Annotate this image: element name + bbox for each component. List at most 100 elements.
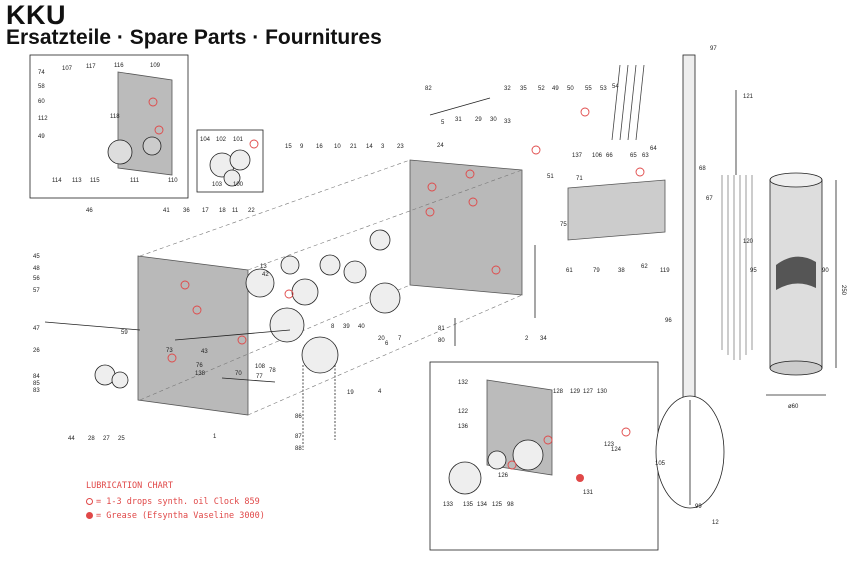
part-label: 13 — [260, 264, 267, 270]
oil-text: = 1-3 drops synth. oil Clock 859 — [96, 497, 260, 507]
part-label: 49 — [552, 86, 559, 92]
gear-i — [301, 336, 339, 374]
part-label: 105 — [655, 461, 666, 467]
part-label: 30 — [490, 117, 497, 123]
inset-box-detail — [29, 54, 189, 199]
part-label: 71 — [576, 176, 583, 182]
part-label: 4 — [378, 389, 382, 395]
part-label: 8 — [331, 324, 335, 330]
part-label: 127 — [583, 389, 594, 395]
part-label: 123 — [604, 442, 615, 448]
part-label: 78 — [269, 368, 276, 374]
part-label: 19 — [347, 390, 354, 396]
part-label: 88 — [295, 446, 302, 452]
part-label: 34 — [540, 336, 547, 342]
part-label: 103 — [212, 182, 223, 188]
inset-box-small — [196, 129, 264, 193]
part-label: 40 — [358, 324, 365, 330]
part-label: 44 — [68, 436, 75, 442]
part-label: 41 — [163, 208, 170, 214]
part-label: 1 — [213, 434, 217, 440]
part-label: 81 — [438, 326, 445, 332]
part-label: 87 — [295, 434, 302, 440]
part-label: 86 — [295, 414, 302, 420]
part-label: 119 — [660, 268, 670, 274]
part-label: 59 — [121, 330, 128, 336]
gear-c — [291, 278, 319, 306]
part-label: 26 — [33, 348, 40, 354]
part-label: 10 — [334, 144, 341, 150]
part-label: 32 — [504, 86, 511, 92]
part-label: 11 — [232, 208, 239, 214]
gear-a — [245, 268, 275, 298]
part-label: 122 — [458, 409, 469, 415]
part-label: 84 — [33, 374, 40, 380]
part-label: 75 — [560, 222, 567, 228]
part-label: 5 — [441, 120, 445, 126]
part-label: 100 — [233, 182, 244, 188]
part-label: 20 — [378, 336, 385, 342]
part-label: 66 — [606, 153, 613, 159]
part-label: 9 — [300, 144, 304, 150]
oil-marker-icon — [86, 498, 93, 505]
part-label: 62 — [641, 264, 648, 270]
part-label: 95 — [750, 268, 757, 274]
lubrication-oil-entry: = 1-3 drops synth. oil Clock 859 — [86, 497, 260, 507]
part-label: 57 — [33, 288, 40, 294]
part-label: 79 — [593, 268, 600, 274]
part-label: 27 — [103, 436, 110, 442]
part-label: 39 — [343, 324, 350, 330]
part-label: 15 — [285, 144, 292, 150]
part-label: 80 — [438, 338, 445, 344]
part-label: 54 — [612, 84, 619, 90]
part-label: 118 — [110, 114, 120, 120]
part-label: 132 — [458, 380, 469, 386]
part-label: 24 — [437, 143, 444, 149]
front-plate — [137, 255, 249, 416]
part-label: 126 — [498, 473, 509, 479]
part-label: 31 — [455, 117, 462, 123]
part-label: 104 — [200, 137, 211, 143]
part-label: 3 — [381, 144, 385, 150]
part-label: 90 — [822, 268, 829, 274]
part-label: 28 — [88, 436, 95, 442]
part-label: 42 — [262, 272, 269, 278]
part-label: 128 — [553, 389, 564, 395]
part-label: 51 — [547, 174, 554, 180]
part-label: 133 — [443, 502, 454, 508]
weight-band — [776, 256, 816, 290]
part-label: 21 — [350, 144, 357, 150]
strike-wheel — [448, 461, 482, 495]
part-label: 107 — [62, 66, 73, 72]
strike-gear — [512, 439, 544, 471]
part-label: 45 — [33, 254, 40, 260]
part-label: 23 — [397, 144, 404, 150]
part-label: 22 — [248, 208, 255, 214]
lubrication-chart-heading: LUBRICATION CHART — [86, 481, 173, 491]
part-label: 68 — [699, 166, 706, 172]
part-label: 65 — [630, 153, 637, 159]
part-label: 116 — [114, 63, 124, 69]
part-label: 70 — [235, 371, 242, 377]
gear-e — [343, 260, 367, 284]
lubrication-grease-entry: = Grease (Efsyntha Vaseline 3000) — [86, 511, 265, 521]
part-label: 114 — [52, 178, 62, 184]
part-label: 83 — [33, 388, 40, 394]
part-label: 111 — [130, 178, 140, 184]
gear-h — [269, 307, 305, 343]
part-label: 49 — [38, 134, 45, 140]
part-label: 35 — [520, 86, 527, 92]
grease-text: = Grease (Efsyntha Vaseline 3000) — [96, 511, 265, 521]
page-title: KKU — [6, 0, 66, 30]
grease-markers — [576, 474, 584, 482]
part-label: 110 — [168, 178, 178, 184]
chime-block — [567, 179, 666, 241]
part-label: 102 — [216, 137, 227, 143]
part-label: 137 — [572, 153, 583, 159]
part-label: 121 — [743, 94, 754, 100]
part-label: 12 — [712, 520, 719, 526]
part-label: 7 — [398, 336, 402, 342]
part-label: 29 — [475, 117, 482, 123]
part-label: 125 — [492, 502, 503, 508]
